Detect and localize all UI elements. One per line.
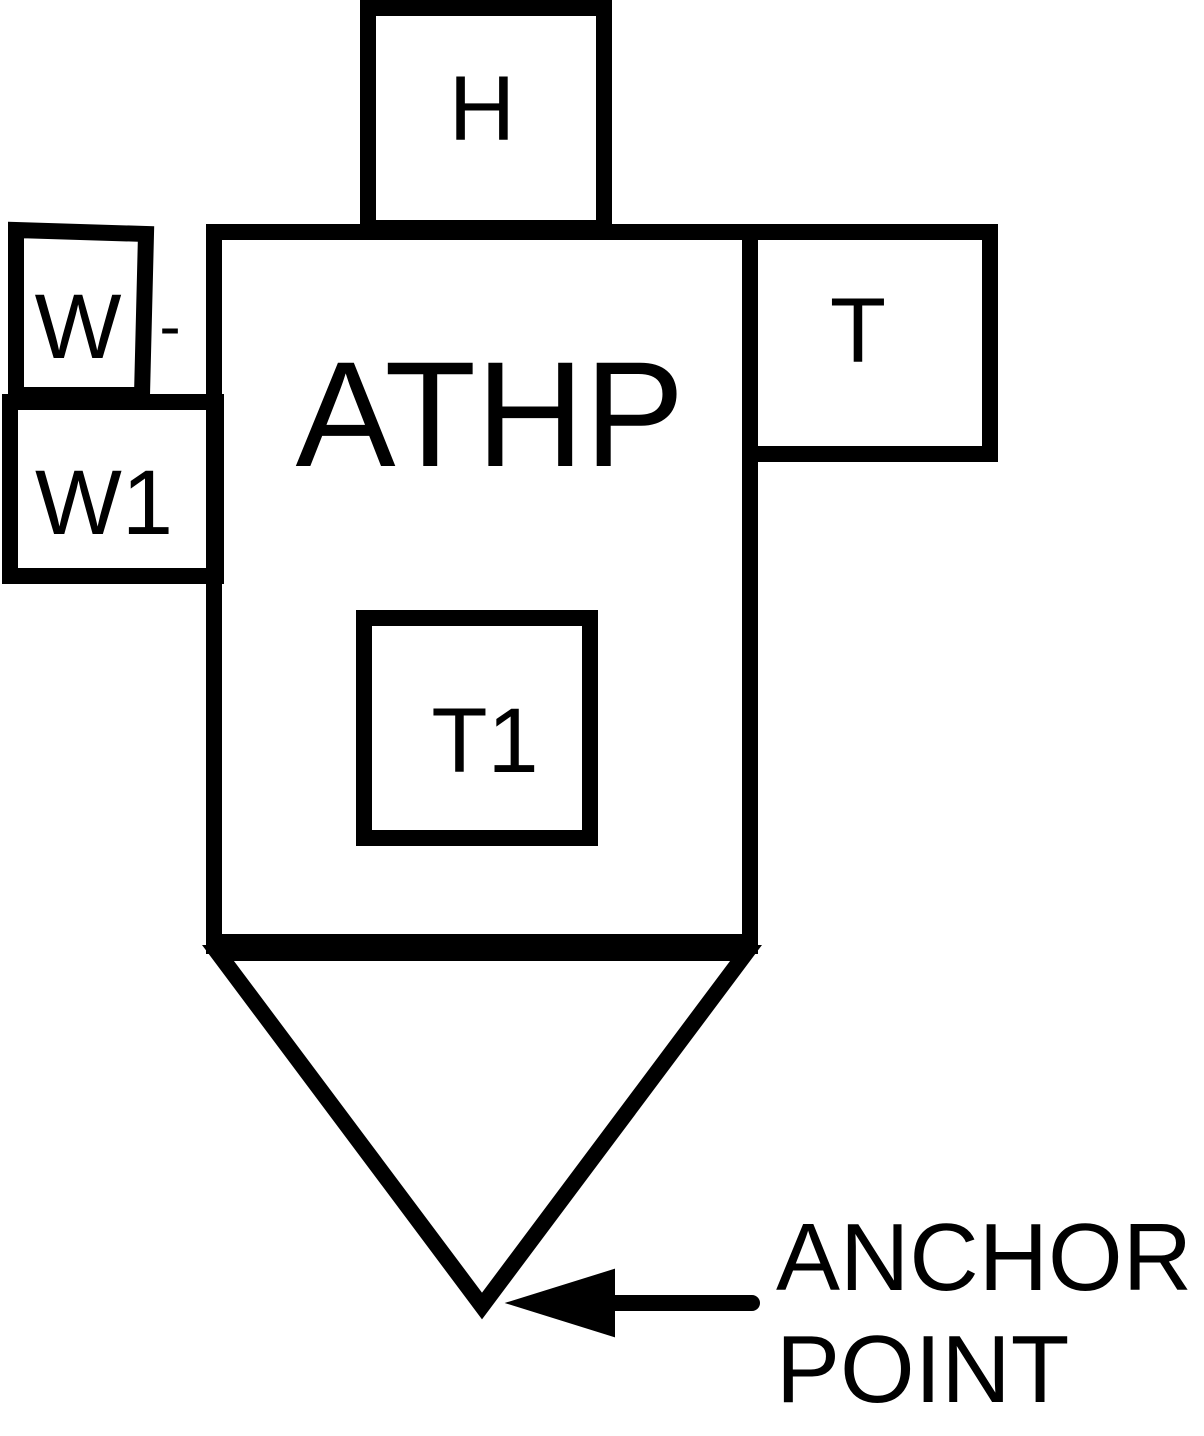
t1-box: T1 <box>356 610 598 846</box>
athp-label: ATHP <box>296 330 685 498</box>
w1-box-label: W1 <box>35 452 173 554</box>
anchor-arrow <box>504 1268 760 1338</box>
w-minus-box-label: W <box>35 276 122 378</box>
t-box-label: T <box>830 280 886 382</box>
anchor-triangle <box>202 945 762 1320</box>
w1-box: W1 <box>2 394 224 584</box>
t-box: T <box>756 224 998 462</box>
t1-box-outline <box>356 610 598 846</box>
t-box-outline <box>756 224 998 462</box>
anchor-arrow-head <box>504 1268 615 1338</box>
w-minus-box-suffix: - <box>159 290 180 362</box>
w1-box-outline <box>2 394 224 584</box>
w-minus-box: W - <box>8 221 181 403</box>
anchor-label-line1: ANCHOR <box>776 1204 1192 1311</box>
h-box: H <box>360 0 612 236</box>
anchor-label-line2: POINT <box>776 1316 1069 1423</box>
t1-box-label: T1 <box>431 690 538 792</box>
h-box-label: H <box>449 58 515 160</box>
